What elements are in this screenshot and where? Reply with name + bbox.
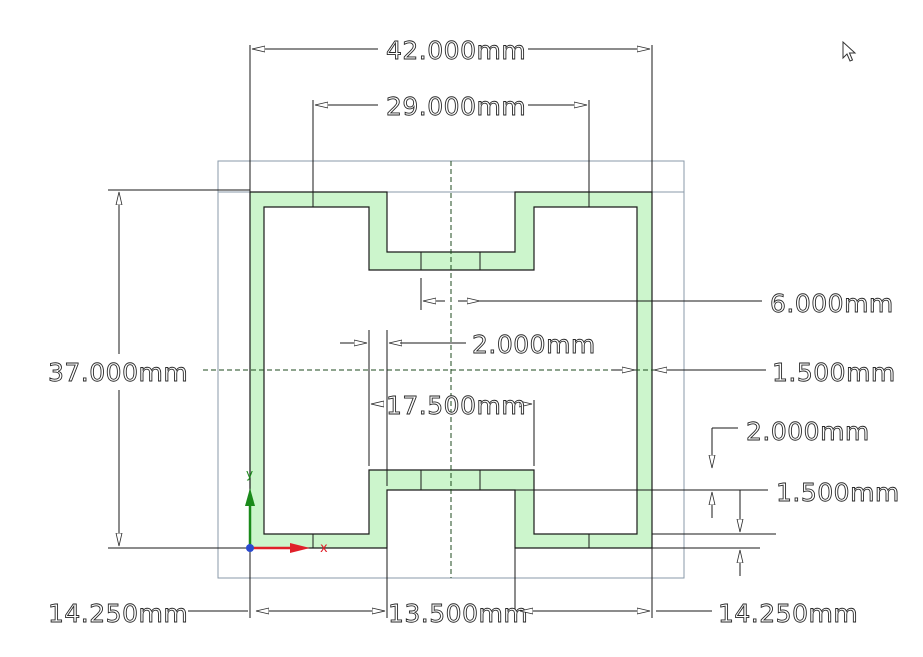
dim-bottom-gap[interactable]: 13.500mm	[388, 599, 529, 629]
dim-overall-height-label: 37.000mm	[48, 358, 188, 387]
dim-overall-height[interactable]: 37.000mm	[48, 192, 188, 546]
dim-slot-width-label: 6.000mm	[770, 289, 894, 318]
dim-left-leg[interactable]: 14.250mm	[48, 599, 385, 628]
dim-top-span[interactable]: 29.000mm	[315, 92, 587, 121]
dim-side-wall-label: 1.500mm	[772, 358, 896, 387]
dim-bottom-wall-label: 1.500mm	[776, 478, 900, 507]
coordinate-triad: y x	[245, 467, 328, 556]
dim-overall-width[interactable]: 42.000mm	[252, 36, 650, 65]
dim-wall-thickness[interactable]: 2.000mm	[340, 330, 596, 359]
dim-side-wall[interactable]: 1.500mm	[612, 358, 896, 387]
extension-lines	[108, 45, 776, 618]
dim-step-height[interactable]: 2.000mm	[712, 417, 870, 518]
segment-ticks	[312, 192, 590, 548]
dim-inner-span[interactable]: 17.500mm	[371, 391, 532, 420]
mouse-pointer-icon	[842, 40, 857, 62]
dim-left-leg-label: 14.250mm	[48, 599, 188, 628]
dim-bottom-wall[interactable]: 1.500mm	[740, 478, 900, 576]
dim-right-leg-label: 14.250mm	[718, 599, 858, 628]
dim-slot-width[interactable]: 6.000mm	[423, 289, 894, 318]
dim-step-height-label: 2.000mm	[746, 417, 870, 446]
x-axis-label: x	[320, 541, 328, 556]
dim-inner-span-label: 17.500mm	[386, 391, 526, 420]
dim-right-leg[interactable]: 14.250mm	[520, 599, 858, 628]
y-axis-label: y	[246, 467, 253, 481]
dim-top-span-label: 29.000mm	[386, 92, 526, 121]
dim-bottom-gap-label: 13.500mm	[388, 599, 528, 628]
dim-wall-thickness-label: 2.000mm	[472, 330, 596, 359]
origin-point	[246, 544, 254, 552]
dim-overall-width-label: 42.000mm	[386, 36, 526, 65]
